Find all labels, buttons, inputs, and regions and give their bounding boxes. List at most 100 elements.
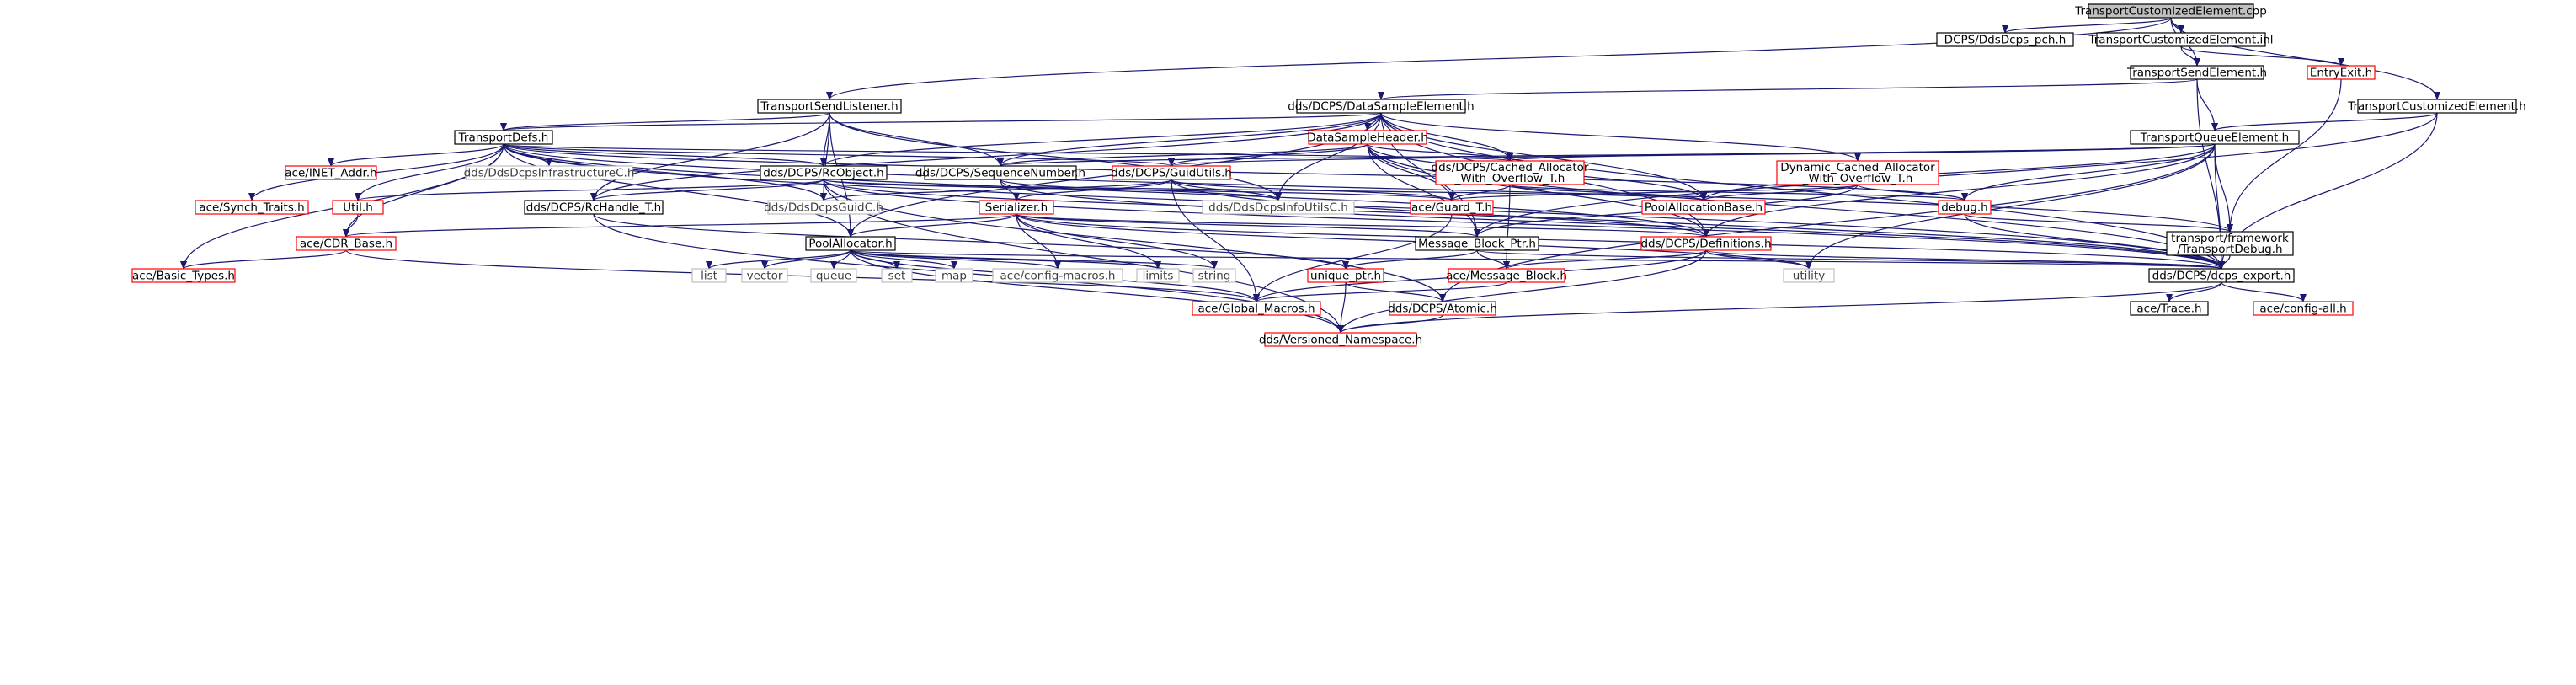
edge-dds-dcps-dcps-export-h-to-dds-versioned-namespace-h [1337,281,2222,334]
node-label: ace/Trace.h [2136,302,2201,316]
node-poolallocator-h[interactable]: PoolAllocator.h [805,236,896,251]
node-label: string [1198,270,1231,283]
edge-dds-dcps-datasampleelement-h-to-dynamic-cached-allocator-with-overflow-t-h [1380,112,1861,162]
edge-dds-dcps-cached-allocator-with-overflow-t-h-to-poolallocationbase-h [1509,184,1707,201]
edge-serializer-h-to-limits [1016,213,1161,270]
node-dds-dcps-datasampleelement-h[interactable]: dds/DCPS/DataSampleElement.h [1288,99,1475,114]
node-box [524,200,664,215]
node-serializer-h[interactable]: Serializer.h [979,200,1054,215]
node-transportcustomizedelement-cpp[interactable]: TransportCustomizedElement.cpp [2074,3,2267,19]
node-ace-basic-types-h[interactable]: ace/Basic_Types.h [131,268,236,283]
node-box [1202,200,1355,215]
edge-dds-dcps-definitions-h-to-dds-versioned-namespace-h [1337,249,1707,334]
node-box [691,268,727,283]
node-label: dds/DCPS/RcObject.h [763,167,883,180]
edge-poolallocator-h-to-map [850,249,957,270]
node-ace-message-block-h[interactable]: ace/Message_Block.h [1446,268,1567,283]
node-ace-trace-h[interactable]: ace/Trace.h [2130,301,2209,316]
edge-dds-dcps-rcobject-h-to-util-h [355,179,824,201]
edge-dds-dcps-definitions-h-to-dds-dcps-dcps-export-h [1705,249,2225,270]
node-ace-inet-addr-h[interactable]: ace/INET_Addr.h [285,165,377,180]
node-label: dds/DCPS/DataSampleElement.h [1288,100,1474,114]
node-entryexit-h[interactable]: EntryExit.h [2307,65,2376,80]
edge-transportdefs-h-to-transport-framework-transportdebug-h [503,143,2233,233]
node-transport-framework-transportdebug-h[interactable]: transport/framework/TransportDebug.h [2166,231,2294,256]
node-label: limits [1143,270,1174,283]
edge-entryexit-h-to-transport-framework-transportdebug-h [2227,78,2342,233]
node-label: transport/framework [2171,232,2289,245]
node-box [332,200,384,215]
node-label: EntryExit.h [2310,67,2372,80]
node-dds-dcps-sequencenumber-h[interactable]: dds/DCPS/SequenceNumber.h [915,165,1085,180]
node-transportqueueelement-h[interactable]: TransportQueueElement.h [2130,130,2300,145]
edge-transport-framework-transportdebug-h-to-dds-dcps-dcps-export-h [2218,254,2231,270]
edge-transportqueueelement-h-to-dds-dcps-cached-allocator-with-overflow-t-h [1507,143,2216,162]
node-box [979,200,1054,215]
edge-poolallocator-h-to-vector [761,249,851,270]
node-dds-dcps-atomic-h[interactable]: dds/DCPS/Atomic.h [1388,301,1497,316]
node-box [1783,268,1835,283]
edge-dds-dcps-guidutils-h-to-ace-global-macros-h [1171,179,1260,302]
node-box [760,165,888,180]
node-label: ace/CDR_Base.h [300,238,392,251]
edge-dds-dcps-rcobject-h-to-poolallocationbase-h [823,179,1707,201]
node-dds-ddsdcpsguidc-h: dds/DdsDcpsGuidC.h [764,200,883,215]
node-dds-dcps-rcobject-h[interactable]: dds/DCPS/RcObject.h [760,165,888,180]
node-ace-global-macros-h[interactable]: ace/Global_Macros.h [1192,301,1321,316]
node-label: DCPS/DdsDcps_pch.h [1944,34,2067,47]
node-dcps-ddsdcps-pch-h[interactable]: DCPS/DdsDcps_pch.h [1936,32,2074,47]
edge-message-block-ptr-h-to-unique-ptr-h [1342,249,1478,270]
node-box [1308,130,1427,145]
node-poolallocationbase-h[interactable]: PoolAllocationBase.h [1641,200,1766,215]
node-label: TransportCustomizedElement.cpp [2074,5,2267,19]
node-box [1192,301,1321,316]
node-box [1415,236,1539,251]
node-transportcustomizedelement-inl[interactable]: TransportCustomizedElement.inl [2088,32,2274,47]
node-box [1307,268,1384,283]
node-message-block-ptr-h[interactable]: Message_Block_Ptr.h [1415,236,1539,251]
edge-poolallocator-h-to-queue [830,249,851,270]
node-transportdefs-h[interactable]: TransportDefs.h [454,130,553,145]
node-box [195,200,309,215]
edge-dds-dcps-rcobject-h-to-dds-dcps-dcps-export-h [823,179,2225,270]
node-box [1435,160,1585,185]
node-transportcustomizedelement-h[interactable]: TransportCustomizedElement.h [2347,99,2526,114]
node-vector: vector [741,268,788,283]
node-dds-versioned-namespace-h[interactable]: dds/Versioned_Namespace.h [1259,332,1422,347]
node-box [1192,268,1236,283]
node-dds-ddsdcpsinfoutilsc-h: dds/DdsDcpsInfoUtilsC.h [1202,200,1355,215]
edge-dds-dcps-datasampleelement-h-to-dds-dcps-sequencenumber-h [997,112,1382,167]
node-debug-h[interactable]: debug.h [1938,200,1992,215]
edge-transportdefs-h-to-ace-synch-traits-h [248,143,504,201]
node-unique-ptr-h[interactable]: unique_ptr.h [1307,268,1384,283]
node-label: TransportSendListener.h [760,100,898,114]
node-label: TransportCustomizedElement.h [2347,100,2526,114]
node-label: ace/Synch_Traits.h [199,201,304,215]
edge-dds-dcps-datasampleelement-h-to-transportdefs-h [500,112,1382,131]
node-ace-synch-traits-h[interactable]: ace/Synch_Traits.h [195,200,309,215]
edge-dynamic-cached-allocator-with-overflow-t-h-to-debug-h [1857,184,1968,201]
node-box [1136,268,1180,283]
node-ace-guard-t-h[interactable]: ace/Guard_T.h [1410,200,1494,215]
node-ace-cdr-base-h[interactable]: ace/CDR_Base.h [296,236,397,251]
node-dds-dcps-rchandle-t-h[interactable]: dds/DCPS/RcHandle_T.h [524,200,664,215]
edge-serializer-h-to-message-block-ptr-h [1016,213,1480,238]
node-dds-dcps-cached-allocator-with-overflow-t-h[interactable]: dds/DCPS/Cached_Allocator_With_Overflow_… [1432,160,1589,185]
node-datasampleheader-h[interactable]: DataSampleHeader.h [1307,130,1428,145]
edge-dds-dcps-guidutils-h-to-ace-guard-t-h [1171,179,1455,201]
node-dds-dcps-definitions-h[interactable]: dds/DCPS/Definitions.h [1640,236,1772,251]
edge-transportdefs-h-to-dds-dcps-guidutils-h [503,143,1175,167]
node-box [1264,332,1417,347]
node-dds-dcps-dcps-export-h[interactable]: dds/DCPS/dcps_export.h [2148,268,2295,283]
node-transportsendelement-h[interactable]: TransportSendElement.h [2126,65,2267,80]
node-box [454,130,553,145]
edge-dds-dcps-sequencenumber-h-to-dds-ddsdcpsinfoutilsc-h [1000,179,1282,201]
node-ace-config-all-h[interactable]: ace/config-all.h [2253,301,2354,316]
node-dynamic-cached-allocator-with-overflow-t-h[interactable]: Dynamic_Cached_Allocator_With_Overflow_T… [1776,160,1939,185]
node-util-h[interactable]: Util.h [332,200,384,215]
node-string: string [1192,268,1236,283]
edge-transportcustomizedelement-cpp-to-transportsendlistener-h [826,17,2172,100]
node-transportsendlistener-h[interactable]: TransportSendListener.h [757,99,902,114]
node-label: /TransportDebug.h [2177,243,2282,256]
node-dds-dcps-guidutils-h[interactable]: dds/DCPS/GuidUtils.h [1111,165,1232,180]
